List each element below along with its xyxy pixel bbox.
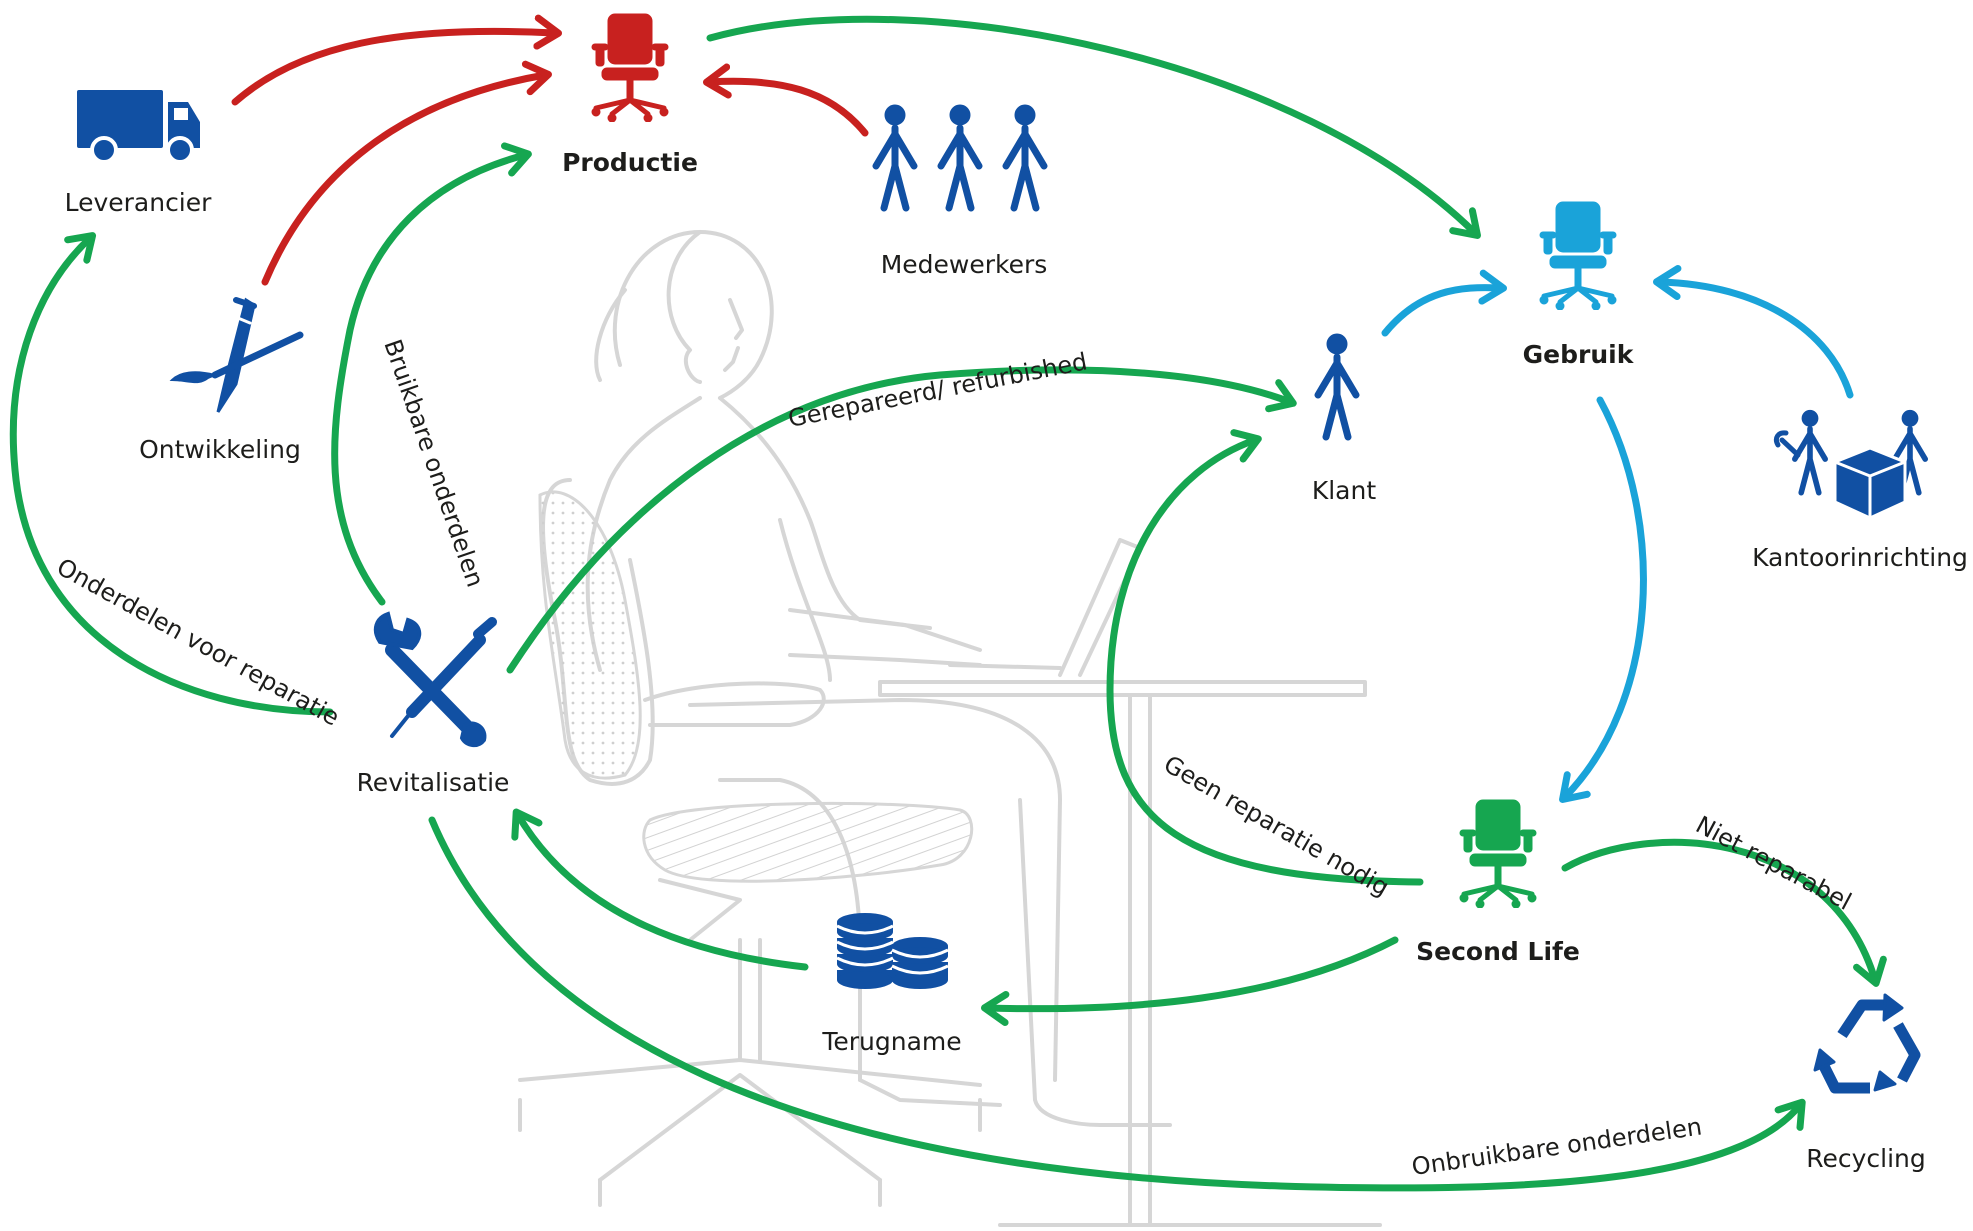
node-label-terugname: Terugname: [821, 1027, 961, 1056]
node-label-ontwikkeling: Ontwikkeling: [139, 435, 301, 464]
truck-icon: [77, 90, 200, 164]
arrow-gebruik-second-life: [1559, 396, 1647, 804]
arrow-revitalisatie-recycling: [428, 816, 1806, 1192]
recycle-icon: [1813, 993, 1921, 1094]
people-group-icon: [876, 105, 1044, 208]
arrow-second-life-klant: [1106, 429, 1424, 886]
node-label-productie: Productie: [562, 148, 698, 177]
node-label-revitalisatie: Revitalisatie: [357, 768, 510, 797]
person-at-desk-sketch: [518, 230, 1382, 1227]
arrow-revitalisatie-productie: [331, 142, 532, 606]
node-label-gebruik: Gebruik: [1523, 340, 1635, 369]
arrow-revitalisatie-klant: [506, 366, 1297, 674]
second-life-chair-icon: [1460, 800, 1536, 908]
chair-seat-stripes: [642, 801, 974, 883]
chair-back-dots: [538, 490, 642, 780]
wrench-screwdriver-icon: [373, 611, 497, 747]
arrow-revitalisatie-leverancier: [9, 232, 334, 716]
arrow-productie-gebruik: [706, 15, 1481, 239]
node-label-medewerkers: Medewerkers: [881, 250, 1048, 279]
flow-arrows: [9, 14, 1887, 1192]
arrow-leverancier-productie: [231, 14, 562, 106]
edge-label-geen-reparatie: Geen reparatie nodig: [1159, 750, 1394, 902]
arrow-medewerkers-productie: [703, 63, 869, 137]
node-label-klant: Klant: [1312, 476, 1377, 505]
design-tools-icon: [169, 297, 304, 413]
edge-label-onderdelen-reparatie: Onderdelen voor reparatie: [52, 553, 344, 732]
chair-seat-front: [643, 681, 826, 727]
node-label-recycling: Recycling: [1806, 1144, 1926, 1173]
edge-label-niet-reparabel: Niet reparabel: [1691, 811, 1856, 916]
arrow-ontwikkeling-productie: [261, 60, 552, 286]
arrow-second-life-recycling: [1561, 838, 1887, 987]
klant-person-icon: [1318, 334, 1356, 437]
node-label-second-life: Second Life: [1416, 937, 1580, 966]
node-label-kantoorinrichting: Kantoorinrichting: [1752, 543, 1968, 572]
gebruik-chair-icon: [1540, 202, 1616, 310]
installers-icon: [1773, 410, 1925, 520]
coin-stacks-icon: [836, 913, 949, 989]
productie-chair-icon: [592, 14, 668, 122]
edge-label-gerepareerd: Gerepareerd/ refurbished: [786, 347, 1090, 432]
edge-label-bruikbare: Bruikbare onderdelen: [378, 336, 489, 591]
arrow-terugname-revitalisatie: [511, 808, 809, 971]
arrow-kantoorinrichting-gebruik: [1653, 265, 1854, 399]
arrow-second-life-terugname: [981, 936, 1399, 1026]
arrow-klant-gebruik: [1381, 269, 1507, 337]
node-label-leverancier: Leverancier: [65, 188, 213, 217]
